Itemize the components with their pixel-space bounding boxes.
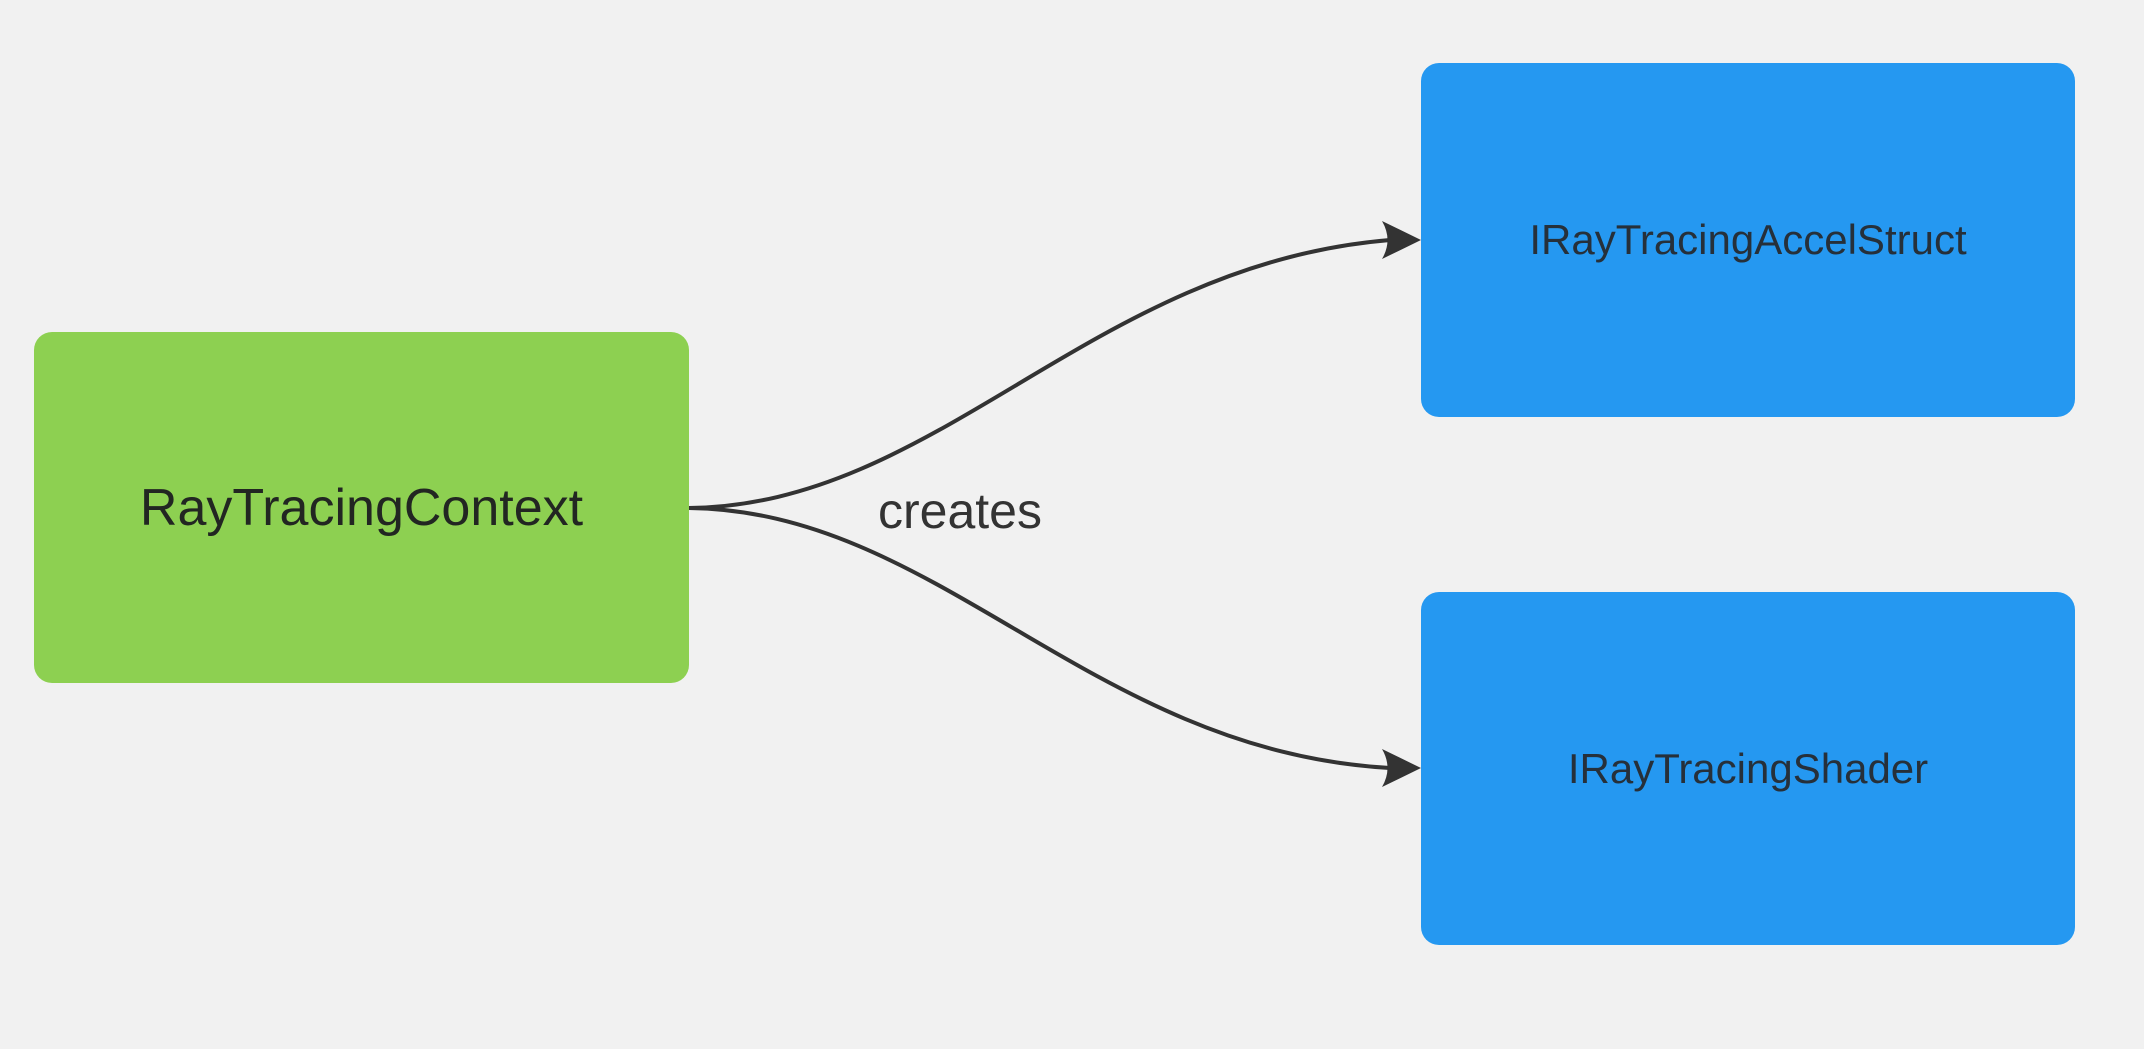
edge-ctx-to-shader xyxy=(688,506,1391,770)
arrowhead-accel-icon xyxy=(1382,221,1421,259)
node-iraytracingshader-label: IRayTracingShader xyxy=(1567,744,1929,792)
node-iraytracingaccelstruct: IRayTracingAccelStruct xyxy=(1421,63,2075,417)
edge-ctx-to-accel xyxy=(688,238,1391,510)
edge-label-creates: creates xyxy=(872,482,1048,540)
node-iraytracingshader: IRayTracingShader xyxy=(1421,592,2075,945)
node-raytracingcontext: RayTracingContext xyxy=(34,332,689,683)
arrowhead-shader-icon xyxy=(1382,749,1421,787)
node-iraytracingaccelstruct-label: IRayTracingAccelStruct xyxy=(1529,216,1967,263)
node-raytracingcontext-label: RayTracingContext xyxy=(139,478,584,537)
